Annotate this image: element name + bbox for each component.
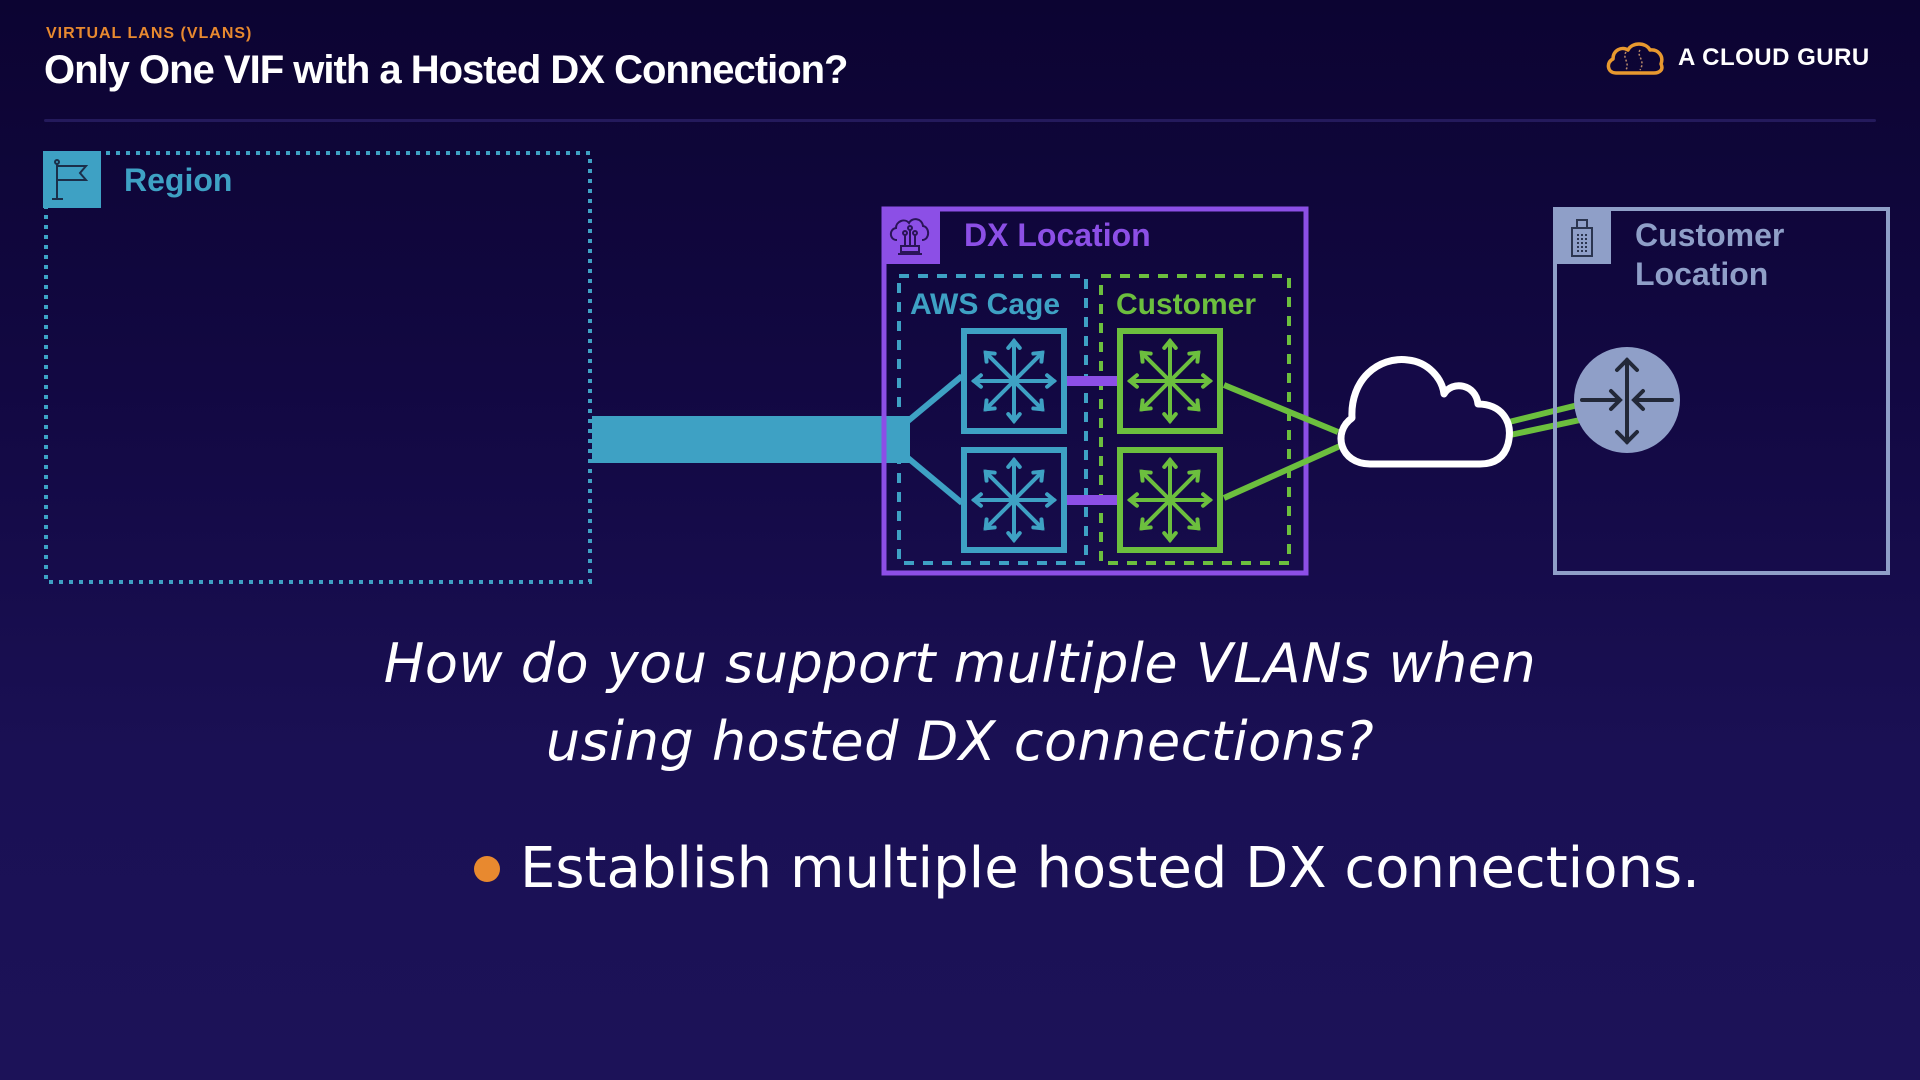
customer-cage-boundary — [1099, 274, 1291, 565]
dx-location-label: DX Location — [964, 217, 1151, 253]
cross-connect-top — [1067, 376, 1117, 386]
bullet-marker — [474, 855, 500, 882]
dx-location-group: DX Location AWS Cage Customer — [881, 206, 1309, 576]
aws-cage-label: AWS Cage — [910, 288, 1060, 321]
question-line-1: How do you support multiple VLANs when — [383, 632, 1537, 695]
brand-logo: A CLOUD GURU — [1604, 38, 1870, 78]
cross-connect-bottom — [1067, 495, 1117, 505]
dx-location-boundary — [881, 206, 1309, 576]
customer-switch-top-icon — [1117, 328, 1223, 434]
brand-name: A CLOUD GURU — [1678, 44, 1870, 71]
aws-link-bottom — [906, 455, 964, 506]
page-title: Only One VIF with a Hosted DX Connection… — [44, 48, 848, 92]
aws-switch-bottom-icon — [961, 447, 1067, 553]
cloud-guru-logo-icon — [1606, 42, 1664, 75]
customer-link-bottom — [1222, 443, 1342, 501]
cloud-icon — [1337, 356, 1513, 468]
region-label: Region — [124, 162, 232, 198]
building-icon — [1571, 219, 1593, 257]
cloud-router-link-bottom — [1509, 417, 1581, 438]
question-line-2: using hosted DX connections? — [545, 710, 1375, 773]
bullet-text: Establish multiple hosted DX connections… — [520, 836, 1700, 901]
bullet-item: Establish multiple hosted DX connections… — [474, 836, 1700, 901]
region-boundary — [44, 151, 592, 584]
header-divider — [44, 119, 1876, 122]
customer-location-label-line2: Location — [1635, 256, 1768, 292]
flag-icon — [52, 159, 89, 200]
region-group: Region — [43, 151, 592, 584]
customer-cage-label: Customer — [1116, 288, 1256, 321]
customer-link-top — [1222, 382, 1340, 435]
customer-location-group: Customer Location — [1553, 207, 1890, 575]
aws-cage-boundary — [897, 274, 1088, 565]
customer-location-label-line1: Customer — [1635, 217, 1784, 253]
customer-location-boundary — [1553, 207, 1890, 575]
aws-link-top — [906, 373, 964, 424]
cloud-router-link-top — [1508, 402, 1579, 425]
section-eyebrow: VIRTUAL LANS (VLANS) — [46, 25, 253, 42]
cloud-network-icon — [889, 218, 930, 255]
router-icon — [1574, 347, 1680, 453]
customer-switch-bottom-icon — [1117, 447, 1223, 553]
dx-connection-bar — [592, 416, 910, 463]
switch-group — [961, 328, 1223, 553]
aws-switch-top-icon — [961, 328, 1067, 434]
